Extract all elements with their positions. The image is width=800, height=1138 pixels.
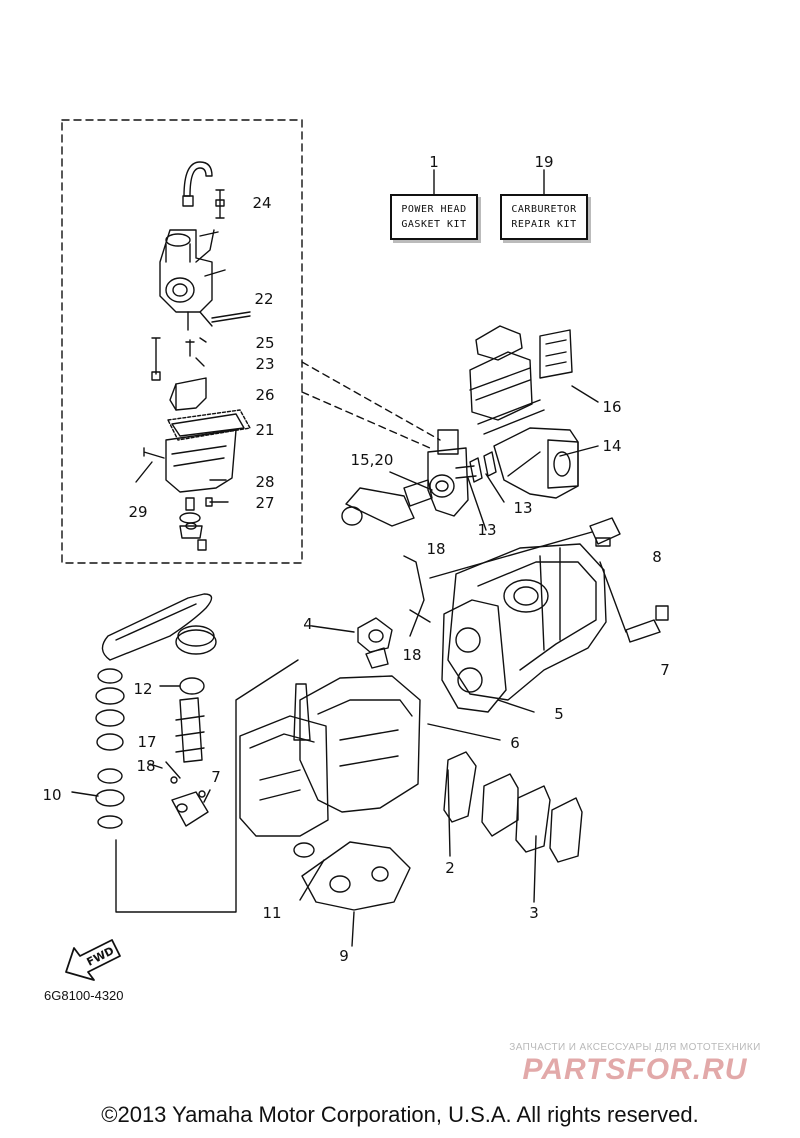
kit-line2: GASKET KIT <box>401 219 467 230</box>
callout-29: 29 <box>128 503 148 521</box>
inset-leader-lines <box>301 361 441 449</box>
copyright-notice: ©2013 Yamaha Motor Corporation, U.S.A. A… <box>101 1102 699 1127</box>
callout-18-mid: 18 <box>402 646 422 664</box>
kit-line1: POWER HEAD <box>401 204 467 215</box>
callout-23: 23 <box>255 355 275 373</box>
kit-line1: CARBURETOR <box>511 204 577 215</box>
callout-18-top: 18 <box>426 540 446 558</box>
callout-14: 14 <box>602 437 622 455</box>
callout-7-left: 7 <box>211 768 221 786</box>
callout-21: 21 <box>255 421 275 439</box>
callout-28: 28 <box>255 473 275 491</box>
callout-6: 6 <box>510 734 520 752</box>
callout-13-right: 13 <box>513 499 533 517</box>
carburetor-inset-frame <box>61 119 303 564</box>
callout-27: 27 <box>255 494 275 512</box>
callout-3: 3 <box>529 904 539 922</box>
callout-25: 25 <box>255 334 275 352</box>
callout-11: 11 <box>262 904 282 922</box>
kit-number-carburetor: 19 <box>534 153 554 171</box>
callout-22: 22 <box>254 290 274 308</box>
kit-number-power-head: 1 <box>429 153 439 171</box>
callout-13-left: 13 <box>477 521 497 539</box>
fwd-arrow-icon <box>65 939 121 981</box>
diagram-code: 6G8100-4320 <box>44 988 124 1003</box>
intake-assembly <box>341 325 579 527</box>
callout-10: 10 <box>42 786 62 804</box>
kit-line2: REPAIR KIT <box>511 219 577 230</box>
callout-2: 2 <box>445 859 455 877</box>
carburetor-exploded <box>135 161 251 551</box>
powerhead-assembly <box>71 385 669 947</box>
callout-12: 12 <box>133 680 153 698</box>
callout-18-low: 18 <box>136 757 156 775</box>
callout-24: 24 <box>252 194 272 212</box>
callout-26: 26 <box>255 386 275 404</box>
callout-4: 4 <box>303 615 313 633</box>
carburetor-repair-kit-label: CARBURETOR REPAIR KIT <box>500 194 588 240</box>
callout-15-20: 15,20 <box>350 451 394 469</box>
watermark: ЗАПЧАСТИ И АКСЕССУАРЫ ДЛЯ МОТОТЕХНИКИ PA… <box>490 1042 780 1087</box>
callout-9: 9 <box>339 947 349 965</box>
callout-8: 8 <box>652 548 662 566</box>
callout-7-right: 7 <box>660 661 670 679</box>
watermark-tagline: ЗАПЧАСТИ И АКСЕССУАРЫ ДЛЯ МОТОТЕХНИКИ <box>509 1042 761 1053</box>
callout-16: 16 <box>602 398 622 416</box>
callout-5: 5 <box>554 705 564 723</box>
power-head-gasket-kit-label: POWER HEAD GASKET KIT <box>390 194 478 240</box>
watermark-logo: PARTSFOR.RU <box>522 1053 748 1086</box>
callout-17: 17 <box>137 733 157 751</box>
